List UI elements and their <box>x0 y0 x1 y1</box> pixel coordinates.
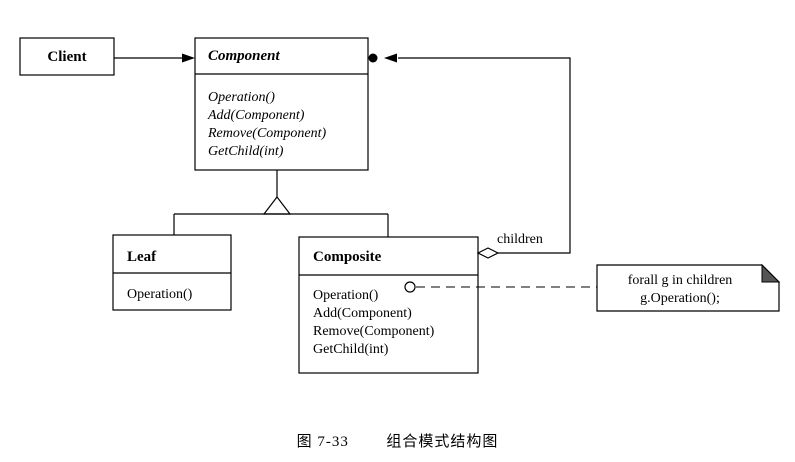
aggregation-label: children <box>497 232 543 247</box>
aggregation-arrowhead <box>384 53 397 63</box>
note-connector <box>404 281 597 293</box>
figure-number: 图 7-33 <box>296 434 349 450</box>
inheritance-connector <box>173 170 389 237</box>
implementation-note: forall g in children g.Operation(); <box>596 263 781 312</box>
client-label: Client <box>47 49 86 65</box>
component-class: Component Operation() Add(Component) Rem… <box>194 37 369 171</box>
composite-class: Composite Operation() Add(Component) Rem… <box>298 236 479 374</box>
composite-operation: Operation() <box>313 288 379 303</box>
component-operation: GetChild(int) <box>208 144 284 159</box>
leaf-name: Leaf <box>127 249 157 265</box>
component-operation: Remove(Component) <box>207 126 327 141</box>
client-box <box>19 37 115 76</box>
association-arrowhead <box>182 53 195 63</box>
note-box <box>596 264 780 312</box>
component-name: Component <box>208 48 281 64</box>
composite-box <box>298 236 479 374</box>
composite-operation: Add(Component) <box>313 306 412 321</box>
client-component-association <box>114 53 195 63</box>
composite-operation: GetChild(int) <box>313 342 389 357</box>
component-operation: Operation() <box>208 90 275 105</box>
multiplicity-dot-icon <box>368 53 378 63</box>
component-operation: Add(Component) <box>207 108 305 123</box>
note-line: g.Operation(); <box>640 291 720 306</box>
figure-caption: 图 7-33 组合模式结构图 <box>0 430 795 451</box>
composite-operation: Remove(Component) <box>313 324 435 339</box>
composite-name: Composite <box>313 249 382 265</box>
aggregation-diamond-icon <box>476 247 500 259</box>
leaf-class: Leaf Operation() <box>112 234 232 311</box>
note-line: forall g in children <box>628 273 733 288</box>
leaf-operation: Operation() <box>127 287 193 302</box>
component-box <box>194 37 369 171</box>
children-aggregation: children <box>368 53 571 259</box>
inheritance-triangle-icon <box>262 196 292 215</box>
note-fold-icon <box>761 263 781 283</box>
aggregation-line <box>398 57 571 254</box>
figure-title: 组合模式结构图 <box>386 434 499 450</box>
client-class: Client <box>19 37 115 76</box>
note-anchor-circle-icon <box>404 281 416 293</box>
